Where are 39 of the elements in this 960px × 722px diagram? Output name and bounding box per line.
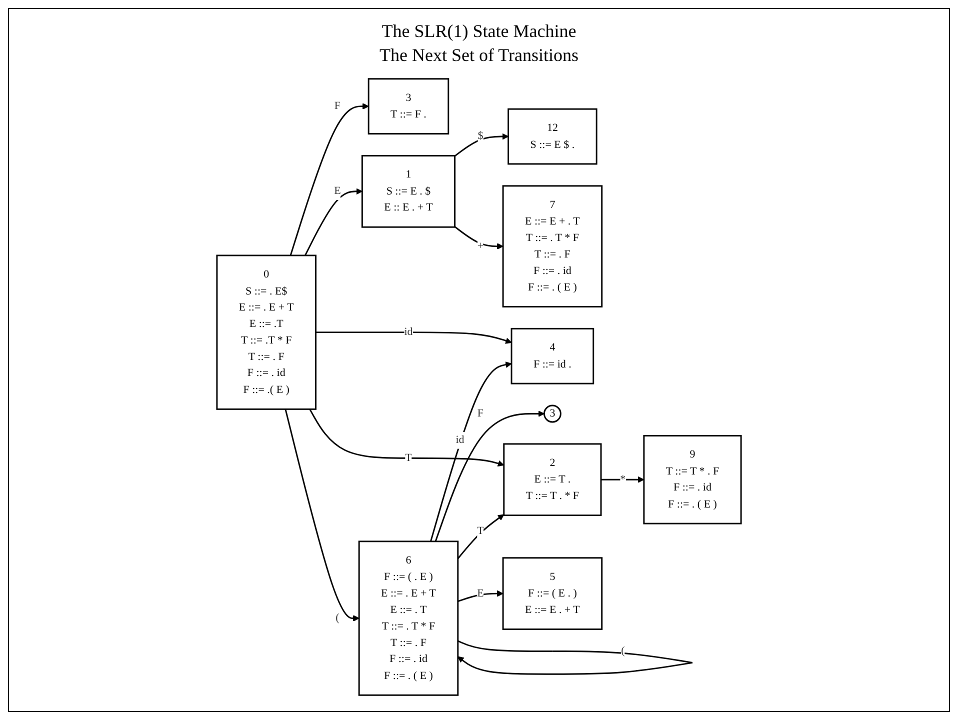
- node-box: 2 E ::= T . T ::= T . * F: [503, 443, 602, 516]
- edge-label: T: [477, 525, 484, 538]
- node-box: 12 S ::= E $ .: [508, 108, 598, 165]
- arrow: [458, 590, 504, 602]
- node-box: 1 S ::= E . $ E :: E . + T: [361, 154, 456, 228]
- node-box: 4 F ::= id .: [510, 328, 594, 384]
- subtitle-text: The Next Set of Transitions: [379, 44, 578, 67]
- arrow: [454, 226, 504, 250]
- edge-label: +: [477, 240, 484, 252]
- node-box: 5 F ::= ( E . ) E ::= E . + T: [502, 557, 603, 630]
- edge-label: E: [334, 185, 341, 198]
- arrow: [430, 362, 512, 542]
- arrow: [454, 133, 509, 157]
- arrow: [601, 476, 644, 483]
- edge-label: F: [334, 100, 340, 112]
- edge-label: (: [621, 645, 625, 657]
- arrow: [457, 514, 504, 560]
- arrow: [434, 410, 544, 542]
- edge-label: $: [478, 130, 484, 142]
- edge-label: id: [456, 434, 464, 446]
- edge-label: id: [404, 326, 413, 338]
- node-box: 6 F ::= ( . E ) E ::= . E + T E ::= . T T ::= . T * F T ::= . F F ::= . id F ::= . ( E ): [358, 540, 459, 696]
- edge-label: *: [620, 474, 626, 486]
- node-circle: 3: [543, 404, 562, 423]
- diagram-title: The SLR(1) State Machine: [382, 20, 576, 43]
- arrow: [316, 332, 512, 344]
- node-box: 0 S ::= . E$ E ::= . E + T E ::= .T T ::= .T * F T ::= . F F ::= . id F ::= .( E ): [216, 254, 316, 410]
- edge-label: E: [477, 588, 484, 600]
- arrow: [290, 103, 369, 256]
- edge-label: (: [336, 612, 340, 624]
- arrow: [458, 640, 693, 675]
- edge-label: F: [477, 408, 484, 420]
- node-box: 9 T ::= T * . F F ::= . id F ::= . ( E ): [643, 434, 742, 524]
- node-box: 3 T ::= F .: [368, 78, 450, 134]
- edge-label: T: [405, 452, 412, 464]
- arrow: [309, 408, 504, 467]
- node-box: 7 E ::= E + . T T ::= . T * F T ::= . F F ::= . id F ::= . ( E ): [502, 185, 603, 308]
- arrow: [284, 409, 360, 622]
- arrow: [304, 188, 362, 256]
